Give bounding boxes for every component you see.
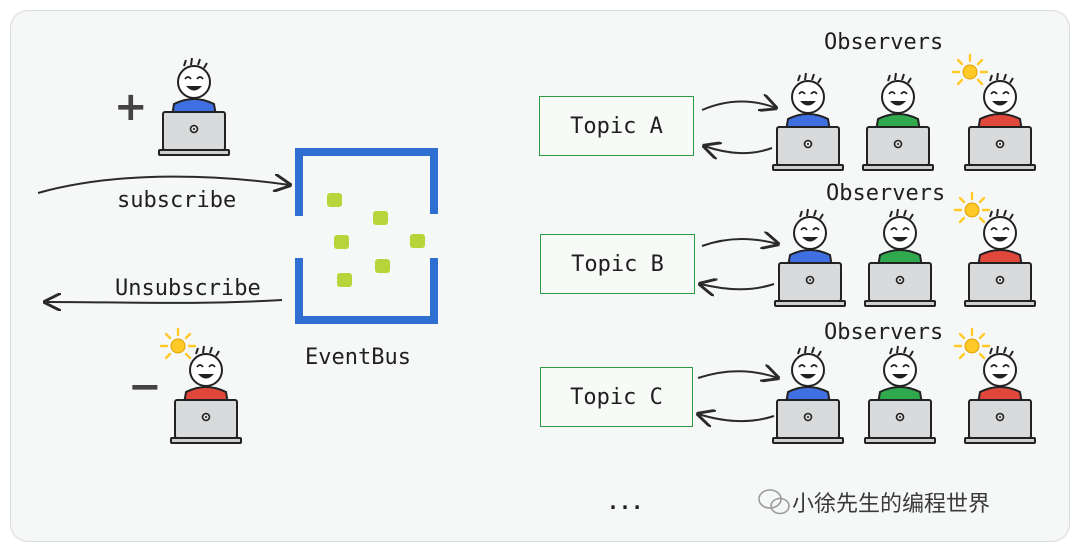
unsubscribe-arrow [45,300,283,303]
topic-b-box: Topic B [540,234,695,294]
unsubscriber-person [170,345,242,444]
topic-a-label: Topic A [570,113,663,139]
eventbus-container [295,148,438,324]
wechat-icon [758,489,790,515]
minus-sign: − [128,364,162,410]
subscribe-arrow [37,177,290,194]
watermark: 小徐先生的编程世界 [756,486,990,518]
topic-c-label: Topic C [570,384,663,410]
eventbus-messages [327,193,425,287]
eventbus-label: EventBus [305,345,411,370]
observers-title-b: Observers [826,181,946,206]
subscribe-label: subscribe [117,188,237,213]
watermark-text: 小徐先生的编程世界 [792,492,991,517]
observers-title-a: Observers [824,30,944,55]
subscriber-person [158,57,230,156]
topic-b-label: Topic B [571,251,664,277]
topic-arrows [698,102,778,422]
observers-title-c: Observers [824,320,944,345]
ellipsis: ... [607,490,644,514]
unsubscribe-label: Unsubscribe [115,276,261,301]
observer-row-c [772,327,1036,444]
observer-row-b [774,191,1036,307]
lightbulb-icon [159,327,197,360]
topic-a-box: Topic A [539,96,694,156]
topic-c-box: Topic C [540,367,693,427]
observer-row-a [772,53,1036,171]
plus-sign: + [114,84,148,130]
